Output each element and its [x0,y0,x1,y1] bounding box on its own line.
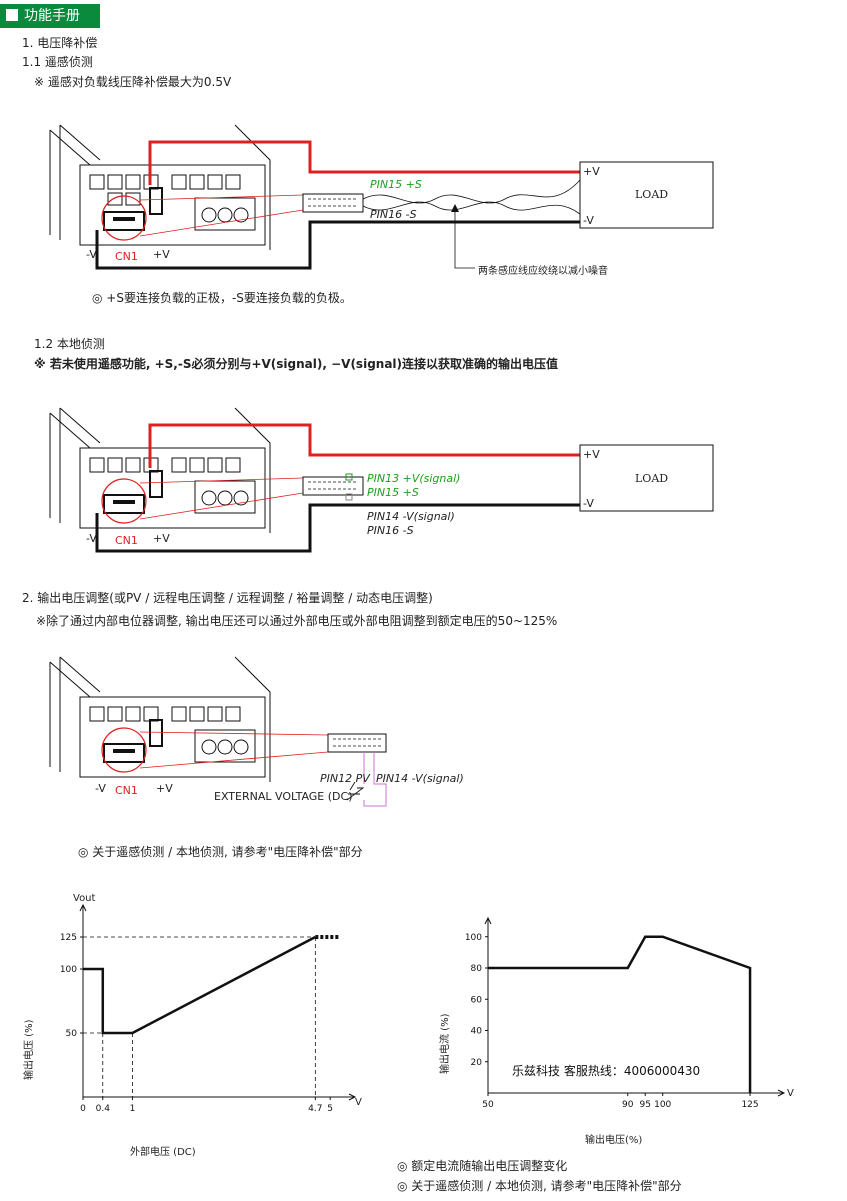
hotline-watermark: 乐兹科技 客服热线：4006000430 [512,1064,701,1078]
chart1-y-arrow [79,903,87,912]
section1-sub1: 1.1 遥感侦测 [22,55,93,69]
footer-note2: ◎ 关于遥感侦测 / 本地侦测, 请参考"电压降补偿"部分 [397,1179,682,1193]
d3-pin12: PIN12 PV [320,772,370,785]
chart1-series-line [83,935,316,1035]
d2-pin13: PIN13 +V(signal) [367,472,461,485]
chart2-x-tick-label: 50 [482,1100,494,1110]
d2-plusv: +V [583,448,600,461]
d2-cn1: CN1 [115,534,138,547]
chart1-y-tick-label: 50 [66,1029,78,1039]
chart1-x-tick-label: 1 [130,1104,136,1114]
chart2-y-tick-label: 60 [471,995,483,1005]
chart2-y-tick-label: 40 [471,1027,483,1037]
section2-title: 2. 输出电压调整(或PV / 远程电压调整 / 远程调整 / 裕量调整 / 动… [22,591,433,605]
d2-load: LOAD [635,472,669,485]
chart2-y-tick-label: 100 [465,933,482,943]
d1-load: LOAD [635,188,669,201]
d2-minusv: -V [583,497,594,510]
d1-plus-terminal: +V [153,248,170,261]
d3-pin14: PIN14 -V(signal) [376,772,464,785]
section-header: 功能手册 [0,4,100,28]
d2-plus-terminal: +V [153,532,170,545]
chart2-y-arrow [484,916,492,925]
header-title: 功能手册 [24,8,80,24]
chart2-x-axis-unit: V [787,1088,794,1099]
d2-pin16: PIN16 -S [367,524,414,537]
chart1-x-tick-label: 4.7 [308,1104,322,1114]
d2-pin15: PIN15 +S [367,486,419,499]
chart2-y-tick-label: 80 [471,964,483,974]
connector-1 [302,193,364,213]
chart1-x-axis-unit: V [355,1097,362,1108]
psu-body-1 [49,124,271,250]
d2-pin14: PIN14 -V(signal) [367,510,455,523]
section1-title: 1. 电压降补偿 [22,36,98,50]
d3-minus-terminal: -V [95,782,106,795]
chart2-x-tick-label: 100 [654,1100,671,1110]
chart2-xlabel: 输出电压(%) [585,1135,643,1146]
section2-note2: ◎ 关于遥感侦测 / 本地侦测, 请参考"电压降补偿"部分 [78,845,363,859]
chart1-y-axis-name: Vout [73,893,96,904]
chart2-y-tick-label: 20 [471,1058,483,1068]
chart2-x-tick-label: 90 [622,1100,634,1110]
chart1-ylabel: 输出电压 (%) [24,1019,35,1080]
d1-cn1: CN1 [115,250,138,263]
chart1-x-tick-label: 0 [80,1104,86,1114]
d1-plusv: +V [583,165,600,178]
d1-twist-note: 两条感应线应绞绕以减小噪音 [478,266,608,277]
d2-minus-terminal: -V [86,532,97,545]
chart1-y-tick-label: 100 [60,965,77,975]
d3-plus-terminal: +V [156,782,173,795]
chart1-x-tick-label: 0.4 [96,1104,111,1114]
chart2-ylabel: 输出电流 (%) [440,1013,451,1074]
d1-minusv: -V [583,214,594,227]
square-icon [6,9,18,21]
d3-cn1: CN1 [115,784,138,797]
chart1-xlabel: 外部电压 (DC) [130,1147,196,1158]
plus-wire-1 [148,140,580,185]
d1-pin16: PIN16 -S [370,208,417,221]
chart2-x-tick-label: 125 [741,1100,758,1110]
section2-note: ※除了通过内部电位器调整, 输出电压还可以通过外部电压或外部电阻调整到额定电压的… [36,614,558,628]
cn1-highlight [101,195,147,241]
chart1-y-tick-label: 125 [60,933,77,943]
chart2-x-arrow [777,1089,786,1097]
section1-note1: ※ 遥感对负载线压降补偿最大为0.5V [34,75,232,89]
d3-external-voltage: EXTERNAL VOLTAGE (DC) [214,790,353,803]
section1-note3: ※ 若未使用遥感功能, +S,-S必须分别与+V(signal), −V(sig… [34,357,559,371]
section1-sub2: 1.2 本地侦测 [34,337,105,351]
section1-note2: ◎ +S要连接负载的正极，-S要连接负载的负极。 [92,291,352,305]
chart2-x-tick-label: 95 [640,1100,651,1110]
footer-note1: ◎ 额定电流随输出电压调整变化 [397,1159,568,1173]
chart1-x-tick-label: 5 [327,1104,333,1114]
d1-pin15: PIN15 +S [370,178,422,191]
d1-minus-terminal: -V [86,248,97,261]
